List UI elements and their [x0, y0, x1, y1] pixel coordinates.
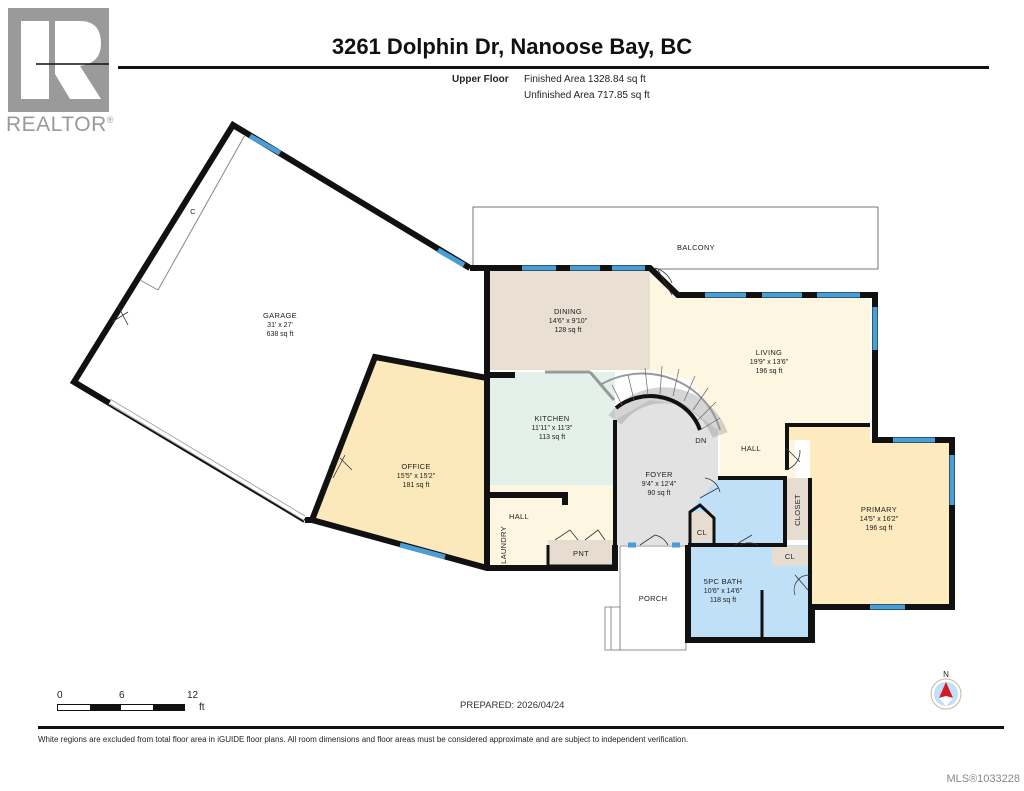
scale-tick-0: 0 [57, 690, 63, 701]
room-kitchen [487, 372, 615, 498]
porch [604, 545, 687, 651]
svg-text:10'6" x 14'6": 10'6" x 14'6" [704, 588, 743, 595]
svg-text:118 sq ft: 118 sq ft [710, 597, 736, 604]
svg-text:19'9" x 13'6": 19'9" x 13'6" [750, 359, 789, 366]
scale-tick-6: 6 [119, 690, 125, 701]
disclaimer: White regions are excluded from total fl… [38, 735, 689, 744]
label-hall-main: HALL [741, 444, 761, 453]
label-cl-2: CL [785, 552, 795, 561]
svg-text:14'5" x 16'2": 14'5" x 16'2" [860, 516, 899, 523]
svg-text:196 sq ft: 196 sq ft [756, 368, 783, 375]
svg-text:638 sq ft: 638 sq ft [267, 331, 294, 338]
svg-text:FOYER: FOYER [645, 470, 673, 479]
label-porch: PORCH [639, 594, 668, 603]
balcony [472, 206, 879, 270]
unfinished-area: Unfinished Area 717.85 sq ft [524, 90, 650, 101]
svg-text:181 sq ft: 181 sq ft [403, 482, 430, 489]
realtor-wordmark: REALTOR® [6, 113, 114, 136]
room-foyer [615, 400, 718, 545]
svg-text:31' x 27': 31' x 27' [267, 322, 293, 329]
walls [69, 120, 955, 643]
scale-bar-graphic [57, 704, 185, 711]
spiral-stairs [545, 365, 728, 438]
svg-text:LIVING: LIVING [756, 348, 782, 357]
room-label-kitchen: KITCHEN 11'11" x 11'3" 113 sq ft [532, 414, 573, 441]
realtor-r-icon [8, 8, 109, 112]
label-pantry: PNT [573, 549, 589, 558]
svg-text:DINING: DINING [554, 307, 582, 316]
svg-text:11'11" x 11'3": 11'11" x 11'3" [532, 425, 573, 432]
svg-text:PRIMARY: PRIMARY [861, 505, 897, 514]
room-bath [690, 545, 810, 640]
svg-text:14'6" x 9'10": 14'6" x 9'10" [549, 318, 588, 325]
doors [111, 267, 811, 596]
svg-text:113 sq ft: 113 sq ft [539, 434, 565, 441]
room-label-bath: 5PC BATH 10'6" x 14'6" 118 sq ft [704, 577, 743, 604]
room-label-primary: PRIMARY 14'5" x 16'2" 196 sq ft [860, 505, 899, 532]
label-hall-lower: HALL [509, 512, 529, 521]
label-stairs-dn: DN [695, 436, 706, 445]
label-closet: CLOSET [793, 494, 802, 526]
room-label-garage: GARAGE 31' x 27' 638 sq ft [263, 311, 297, 338]
svg-text:OFFICE: OFFICE [401, 462, 430, 471]
svg-text:N: N [943, 670, 949, 679]
label-laundry: LAUNDRY [499, 526, 508, 564]
svg-text:GARAGE: GARAGE [263, 311, 297, 320]
closet-cl-1 [690, 512, 714, 542]
room-primary [788, 425, 950, 607]
svg-text:15'5" x 15'2": 15'5" x 15'2" [397, 473, 436, 480]
title-divider [118, 66, 989, 69]
pantry [548, 540, 613, 566]
scale-unit: ft [199, 702, 205, 713]
page-title: 3261 Dolphin Dr, Nanoose Bay, BC [331, 34, 693, 59]
windows [248, 133, 955, 610]
label-balcony: BALCONY [677, 243, 715, 252]
closet-primary [786, 478, 808, 540]
scale-tick-12: 12 [187, 690, 199, 701]
room-label-office: OFFICE 15'5" x 15'2" 181 sq ft [397, 462, 436, 489]
garage-door [108, 399, 307, 521]
svg-text:5PC BATH: 5PC BATH [704, 577, 743, 586]
footer-divider [38, 726, 1004, 729]
closet-cl-2 [772, 546, 808, 566]
garage-closet [139, 134, 246, 291]
room-label-dining: DINING 14'6" x 9'10" 128 sq ft [549, 307, 588, 334]
label-garage-closet: C [190, 207, 196, 216]
room-label-living: LIVING 19'9" x 13'6" 196 sq ft [750, 348, 789, 375]
floor-label: Upper Floor [452, 74, 509, 85]
realtor-logo [8, 8, 109, 112]
mls-number: MLS®1033228 [946, 773, 1020, 785]
svg-text:KITCHEN: KITCHEN [534, 414, 569, 423]
compass-icon: N [930, 670, 962, 710]
svg-text:196 sq ft: 196 sq ft [866, 525, 893, 532]
room-label-foyer: FOYER 9'4" x 12'4" 90 sq ft [642, 470, 677, 497]
room-dining [487, 268, 650, 370]
svg-text:128 sq ft: 128 sq ft [555, 327, 582, 334]
svg-text:9'4" x 12'4": 9'4" x 12'4" [642, 481, 677, 488]
prepared-date: PREPARED: 2026/04/24 [460, 700, 565, 711]
label-cl-1: CL [697, 528, 707, 537]
svg-text:90 sq ft: 90 sq ft [648, 490, 671, 497]
room-office [312, 357, 487, 568]
finished-area: Finished Area 1328.84 sq ft [524, 74, 646, 85]
